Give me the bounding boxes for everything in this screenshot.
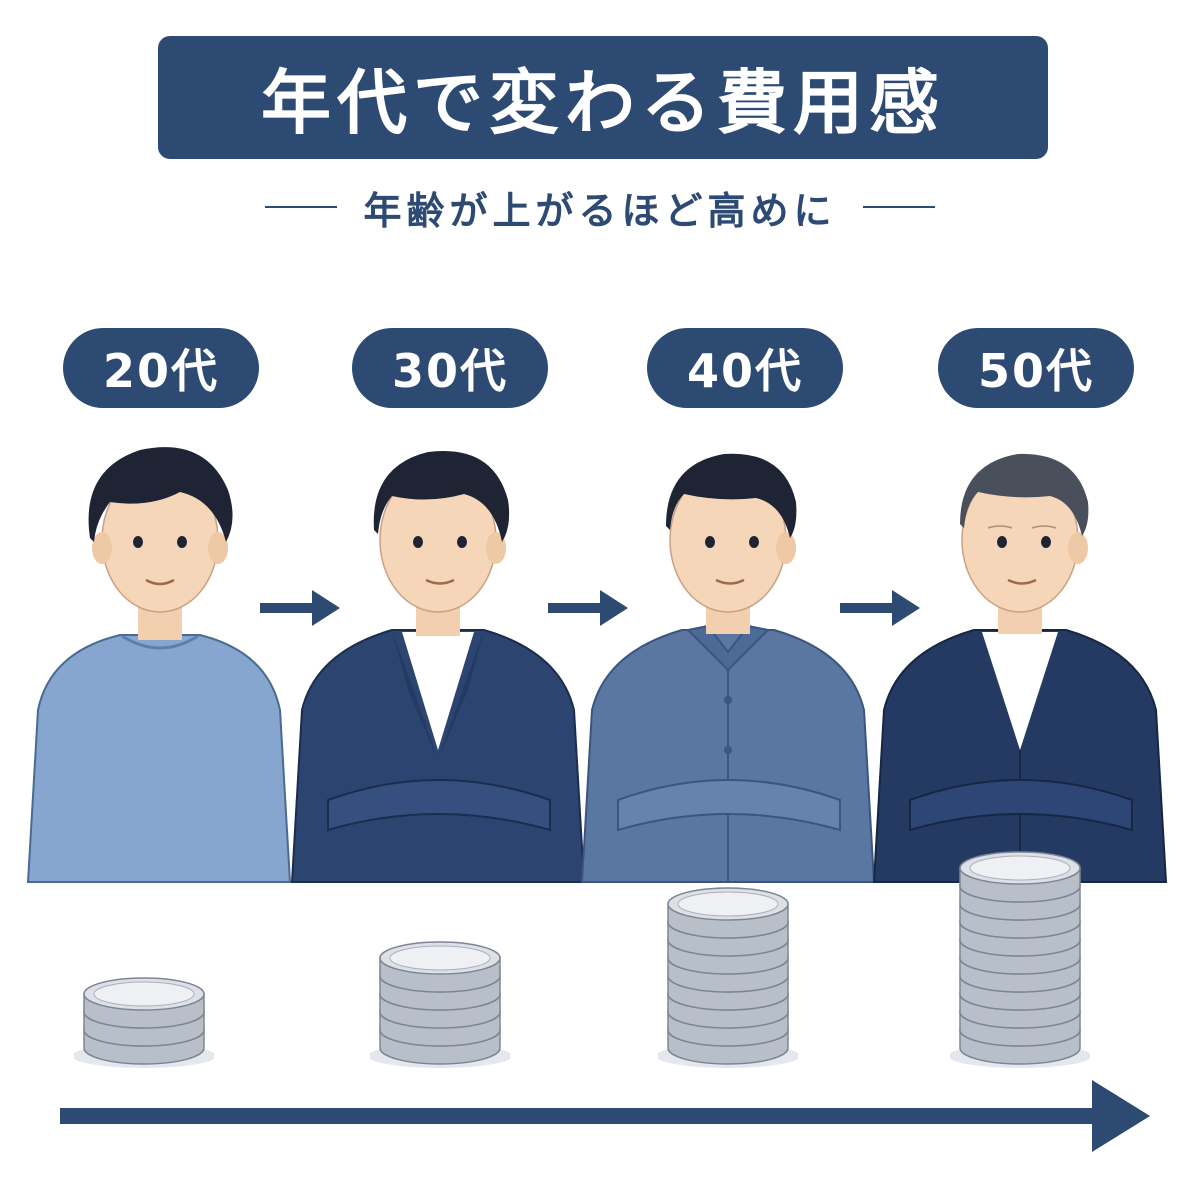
age-badge-40s: 40代	[647, 328, 843, 408]
coin-stack-50s	[950, 851, 1090, 1068]
step-arrow-icon	[840, 590, 920, 626]
title-banner: 年代で変わる費用感	[158, 36, 1048, 159]
coin	[83, 977, 205, 1029]
person-40s-illustration	[580, 453, 876, 883]
age-badge-30s: 30代	[352, 328, 548, 408]
page-title: 年代で変わる費用感	[261, 62, 945, 144]
step-arrow-icon	[548, 590, 628, 626]
subtitle-left-rule	[265, 206, 338, 208]
age-badge-50s: 50代	[938, 328, 1134, 408]
timeline-arrow-icon	[60, 1080, 1150, 1152]
coin	[667, 887, 789, 939]
subtitle-row: 年齢が上がるほど高めに	[0, 182, 1200, 233]
coin-stack-20s	[74, 977, 214, 1068]
person-50s-illustration	[872, 453, 1168, 883]
person-30s-illustration	[290, 451, 586, 883]
subtitle-right-rule	[862, 206, 935, 208]
coin	[959, 851, 1081, 903]
step-arrow-icon	[260, 590, 340, 626]
coin-stack-40s	[658, 887, 798, 1068]
coin	[379, 941, 501, 993]
age-badge-20s: 20代	[63, 328, 259, 408]
person-20s-illustration	[26, 447, 292, 883]
coin-stack-30s	[370, 941, 510, 1068]
subtitle: 年齢が上がるほど高めに	[363, 188, 837, 233]
